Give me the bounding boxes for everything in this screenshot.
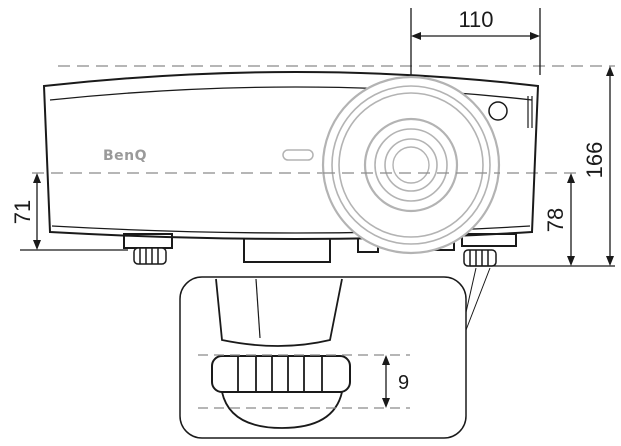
dimension-foot-adjust-label: 9 (398, 372, 409, 394)
lens-ring-4 (363, 117, 459, 213)
left-adjust-foot (133, 247, 167, 265)
foot-detail-inset: 9 (179, 276, 467, 439)
status-indicator (282, 149, 314, 161)
dimension-right-height-label: 78 (543, 208, 568, 232)
lens-assembly (321, 75, 501, 255)
lens-ring-6 (384, 138, 438, 192)
lens-ring-2 (331, 85, 491, 245)
foot-dome (220, 391, 344, 429)
body-outline (42, 71, 540, 240)
side-vents (527, 96, 533, 128)
lens-ring-5 (374, 128, 448, 202)
lens-outer-ring (321, 75, 501, 255)
ir-sensor-icon (488, 101, 508, 121)
dimension-total-height-label: 166 (582, 142, 607, 179)
lens-ring-3 (338, 92, 484, 238)
dimension-left-height-label: 71 (10, 200, 35, 224)
dimension-lens-offset (410, 8, 541, 75)
dimension-lens-offset-label: 110 (458, 7, 493, 32)
dimension-total-height (470, 66, 615, 267)
foot-knob (211, 355, 351, 393)
body-top-curve (49, 86, 533, 101)
lens-glass (392, 146, 430, 184)
right-adjust-foot (463, 249, 497, 267)
center-base (243, 238, 331, 263)
dimension-foot-adjust (382, 355, 390, 408)
dimension-right-height (567, 173, 575, 266)
foot-stem (215, 278, 343, 347)
dimension-left-height (20, 173, 128, 251)
brand-logo: BenQ (103, 148, 147, 164)
right-foot-base (461, 233, 517, 247)
